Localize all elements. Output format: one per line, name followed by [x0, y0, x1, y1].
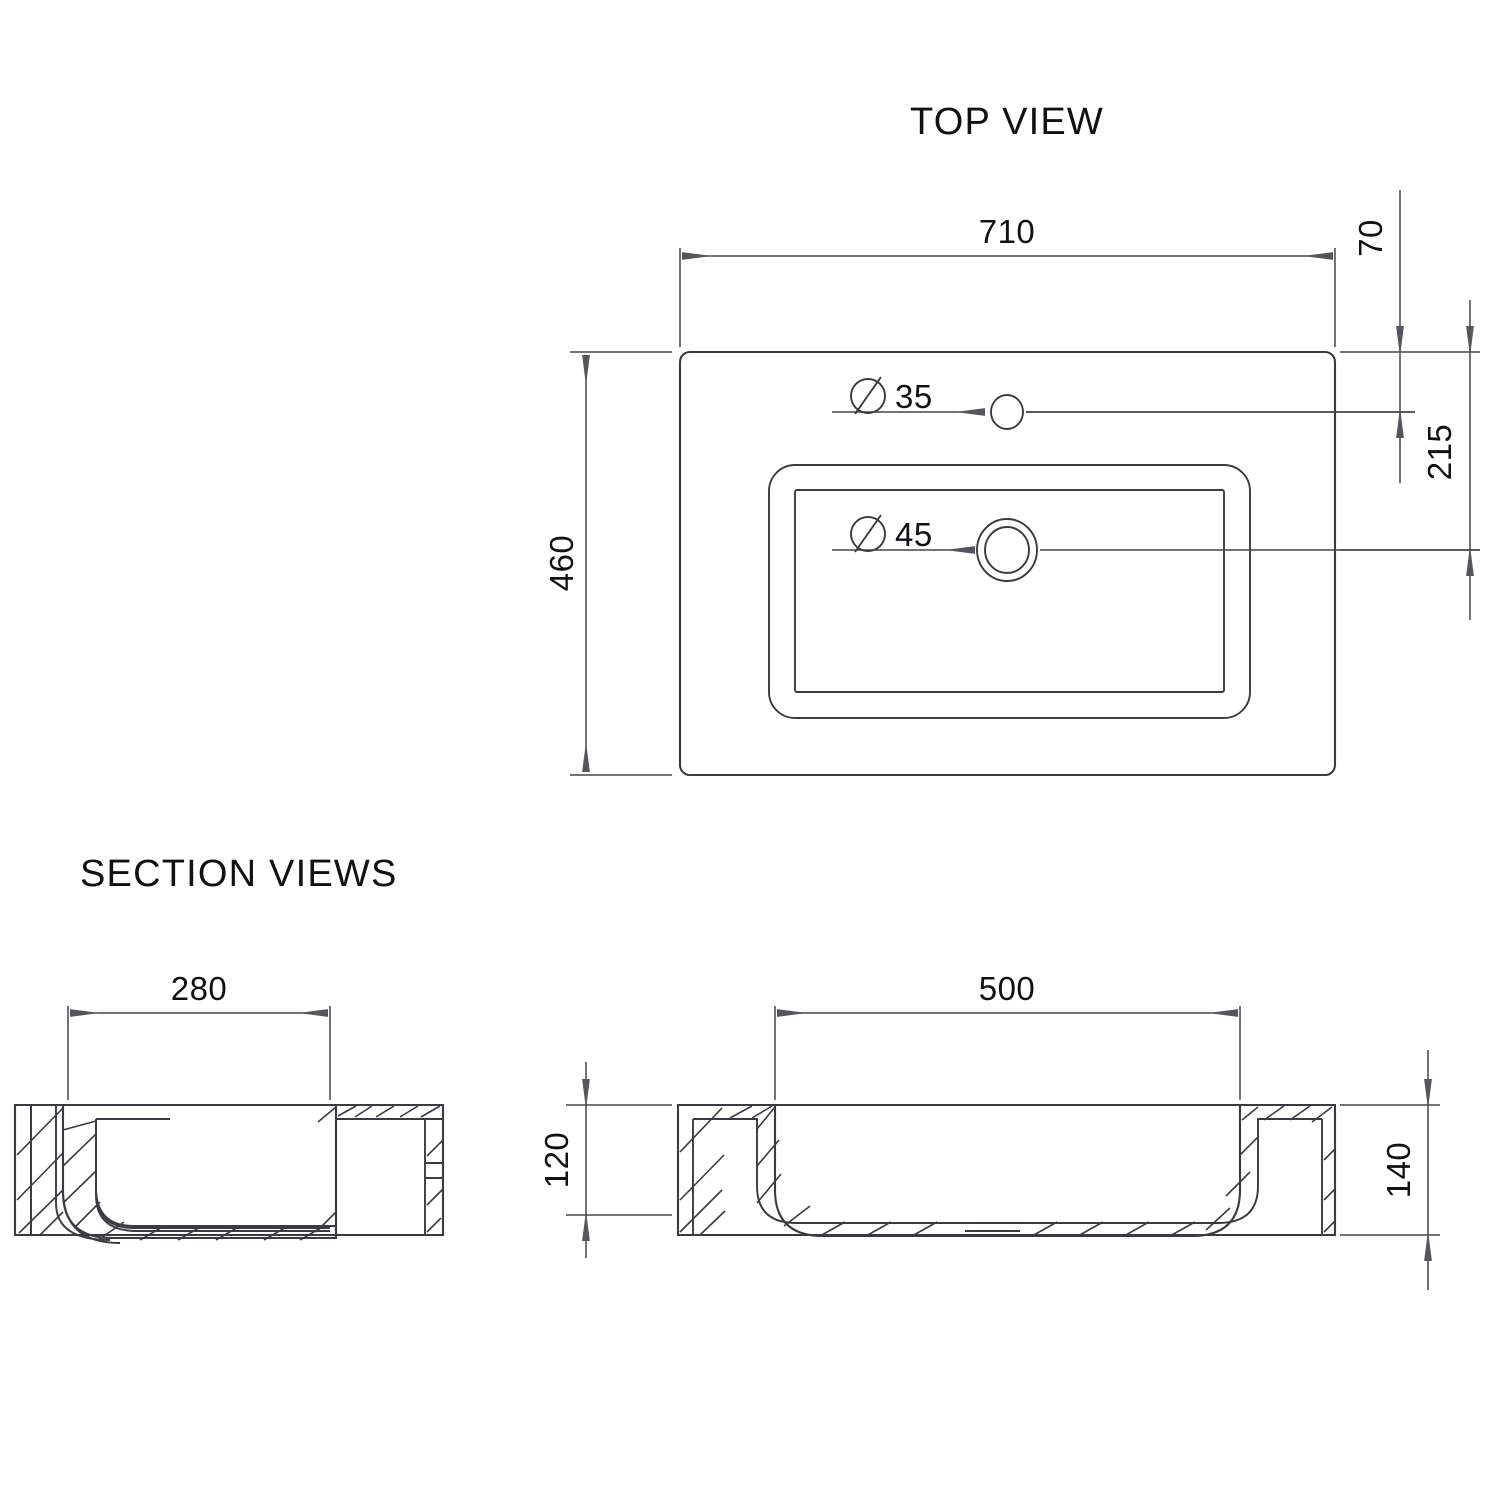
left-section-hatching [16, 1105, 444, 1241]
diameter-symbol-icon-35 [850, 378, 886, 414]
bowl-opening-outline [768, 464, 1251, 719]
top-view-title: TOP VIEW [910, 101, 1104, 143]
dimension-215-arrow-bottom [1466, 546, 1474, 576]
basin-outer-outline [678, 350, 1337, 777]
dimension-215-label: 215 [1421, 424, 1458, 481]
dimension-70-label: 70 [1352, 219, 1389, 257]
top-view-geometry [678, 350, 1337, 777]
waste-hole-callout: 45 [832, 514, 1480, 554]
diameter-symbol-icon-45 [850, 516, 886, 552]
left-section-outer-body [13, 1103, 445, 1237]
dimension-215-arrow-top [1466, 326, 1474, 356]
dimension-500: 500 [774, 970, 1241, 1100]
dimension-70-arrow-bottom [1396, 408, 1404, 438]
waste-hole-outer-circle [976, 518, 1038, 582]
left-section-bowl-inner-contour [95, 1119, 330, 1232]
dimension-120-label: 120 [538, 1132, 575, 1189]
dimension-120-arrow-bottom [582, 1211, 590, 1241]
dimension-70-arrow-top [1396, 326, 1404, 356]
tap-hole-circle [990, 394, 1024, 430]
dimension-140-arrow-bottom [1424, 1231, 1432, 1261]
right-section-hatching [679, 1105, 1336, 1237]
dimension-215: 215 [1340, 300, 1480, 620]
dimension-70: 70 [1026, 190, 1480, 483]
dimension-710: 710 [679, 213, 1336, 347]
dimension-120-arrow-top [582, 1079, 590, 1109]
tap-hole-diameter-label: 35 [895, 378, 933, 415]
left-section-void-boundary [95, 1119, 330, 1229]
left-section-view: 280 [13, 970, 445, 1244]
right-section-cavity-outline [773, 1105, 1242, 1238]
dimension-140-label: 140 [1380, 1142, 1417, 1199]
right-section-view: 500 120 140 [538, 970, 1440, 1290]
waste-hole-diameter-label: 45 [895, 516, 933, 553]
dimension-710-label: 710 [979, 213, 1036, 250]
right-section-outer-body [676, 1103, 1337, 1237]
dimension-140: 140 [1340, 1050, 1440, 1290]
dimension-280-label: 280 [171, 970, 228, 1007]
dimension-500-label: 500 [979, 970, 1036, 1007]
dimension-140-arrow-top [1424, 1079, 1432, 1109]
tap-hole-callout: 35 [832, 376, 1415, 416]
waste-hole-inner-circle [984, 526, 1030, 574]
right-section-cavity-inner-offset [693, 1118, 1322, 1224]
bowl-base-outline [794, 489, 1225, 693]
dimension-460: 460 [543, 351, 672, 776]
dimension-460-label: 460 [543, 535, 580, 592]
dimension-120: 120 [538, 1062, 672, 1258]
section-views-title: SECTION VIEWS [80, 853, 398, 895]
dimension-280: 280 [67, 970, 331, 1100]
left-section-cavity-outline [61, 1105, 338, 1240]
left-section-cavity-inner-offset [95, 1119, 336, 1227]
